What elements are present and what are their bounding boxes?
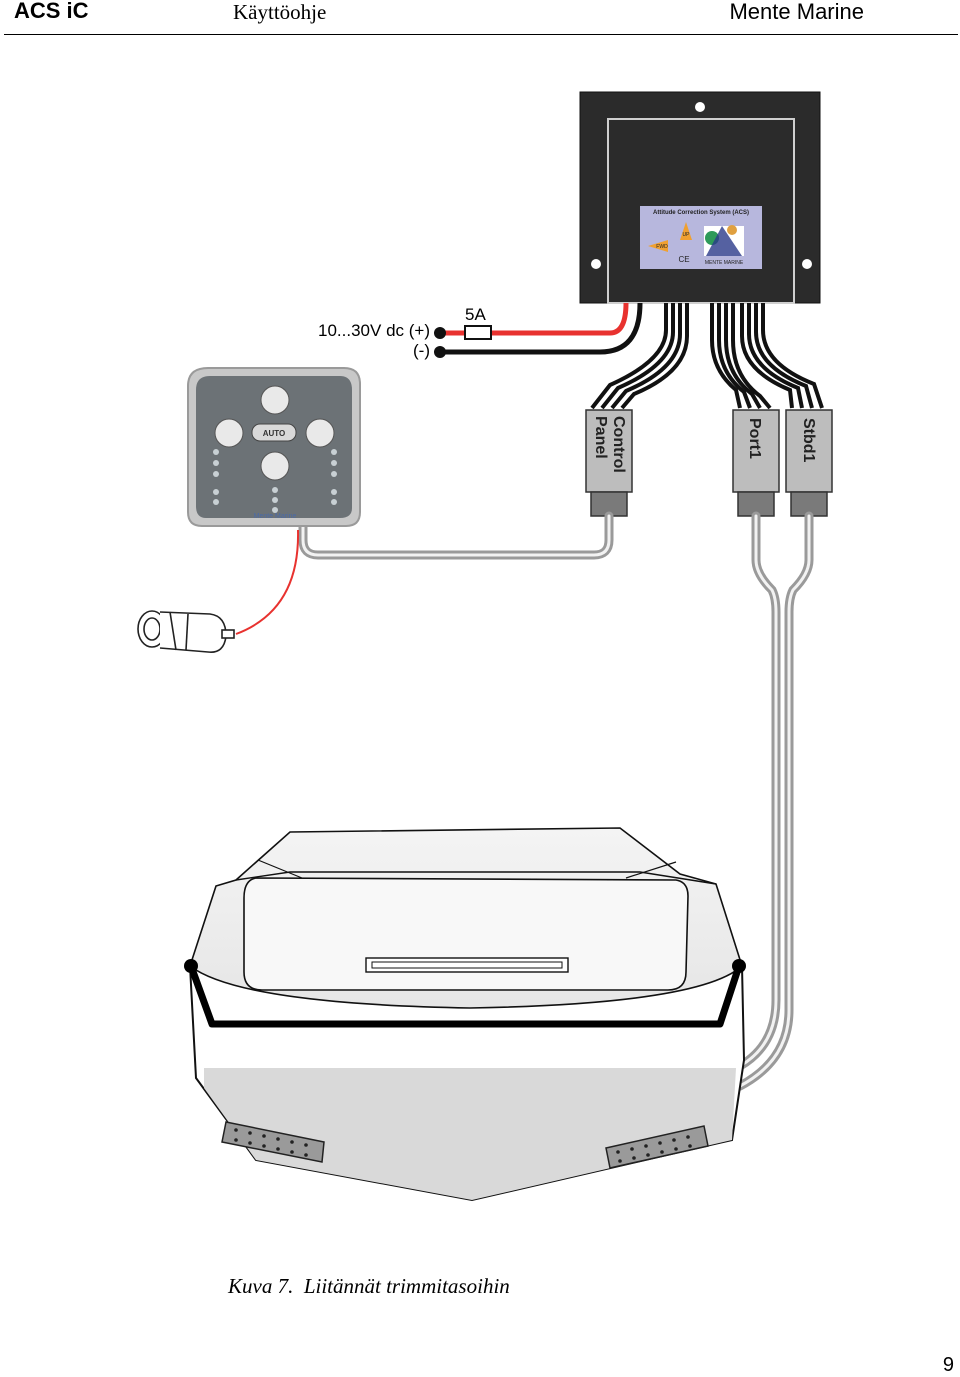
panel-leds-right	[331, 449, 337, 505]
positive-wire	[440, 302, 629, 336]
mount-hole	[802, 259, 812, 269]
wire-bundle-port	[710, 303, 772, 410]
panel-leds-center	[272, 487, 278, 513]
boat-gunwale	[187, 964, 743, 1028]
trim-tab-port	[221, 1121, 325, 1163]
label-ce: CE	[678, 255, 689, 264]
boat-hull-bottom	[204, 1068, 736, 1200]
control-box-label: Attitude Correction System (ACS) UP FWD …	[640, 206, 762, 269]
connector-control-line1: Control	[610, 416, 627, 473]
header-rule	[4, 34, 958, 35]
connector-stbd1: Stbd1	[785, 409, 833, 517]
control-box: Attitude Correction System (ACS) UP FWD …	[579, 91, 821, 304]
label-fwd: FWD	[656, 244, 668, 250]
label-brand: MENTE MARINE	[705, 260, 744, 266]
cable-control-panel-inner	[301, 514, 611, 557]
connector-control-line2: Panel	[592, 416, 609, 459]
label-up: UP	[683, 232, 691, 238]
panel-brand: Mente Marine	[254, 513, 297, 520]
ignition-switch	[137, 610, 235, 653]
connector-control-panel: Control Panel	[585, 409, 633, 517]
ignition-wire	[235, 529, 300, 635]
connector-stbd-label: Stbd1	[800, 418, 817, 463]
terminal-negative	[434, 346, 446, 358]
panel-button-auto	[251, 423, 297, 442]
header-doc-title: Käyttöohje	[233, 0, 327, 24]
trim-tab-stbd	[605, 1125, 709, 1169]
boat	[184, 827, 746, 1202]
panel-leds-left	[213, 449, 219, 505]
mount-hole	[695, 102, 705, 112]
connector-port1: Port1	[732, 409, 780, 517]
mount-hole	[591, 259, 601, 269]
page-header: ACS iC Käyttöohje Mente Marine	[0, 0, 960, 36]
panel-auto-label: AUTO	[263, 429, 286, 438]
connector-port-label: Port1	[746, 418, 763, 459]
wire-bundle-stbd	[740, 303, 824, 409]
caption-text: Liitännät trimmitasoihin	[303, 1274, 510, 1298]
voltage-label: 10...30V dc (+)	[318, 321, 430, 340]
panel-button-up	[260, 385, 290, 415]
terminal-positive	[434, 327, 446, 339]
panel-button-right	[305, 418, 335, 448]
label-title: Attitude Correction System (ACS)	[653, 210, 749, 216]
boat-cabin	[243, 877, 689, 991]
wire-bundle-control	[590, 303, 689, 410]
negative-wire	[440, 302, 643, 355]
fuse-label: 5A	[465, 305, 486, 324]
panel-button-left	[214, 418, 244, 448]
power-wires	[434, 302, 643, 358]
header-product: ACS iC	[14, 0, 89, 23]
figure-caption: Kuva 7. Liitännät trimmitasoihin	[228, 1274, 510, 1299]
control-panel: AUTO Mente Marine	[187, 367, 361, 527]
negative-label: (-)	[413, 341, 430, 360]
fuse	[464, 325, 492, 340]
caption-label: Kuva 7.	[228, 1274, 294, 1298]
panel-button-down	[260, 451, 290, 481]
page-number: 9	[942, 1354, 954, 1376]
header-company: Mente Marine	[729, 0, 864, 24]
boat-rail	[365, 957, 569, 973]
